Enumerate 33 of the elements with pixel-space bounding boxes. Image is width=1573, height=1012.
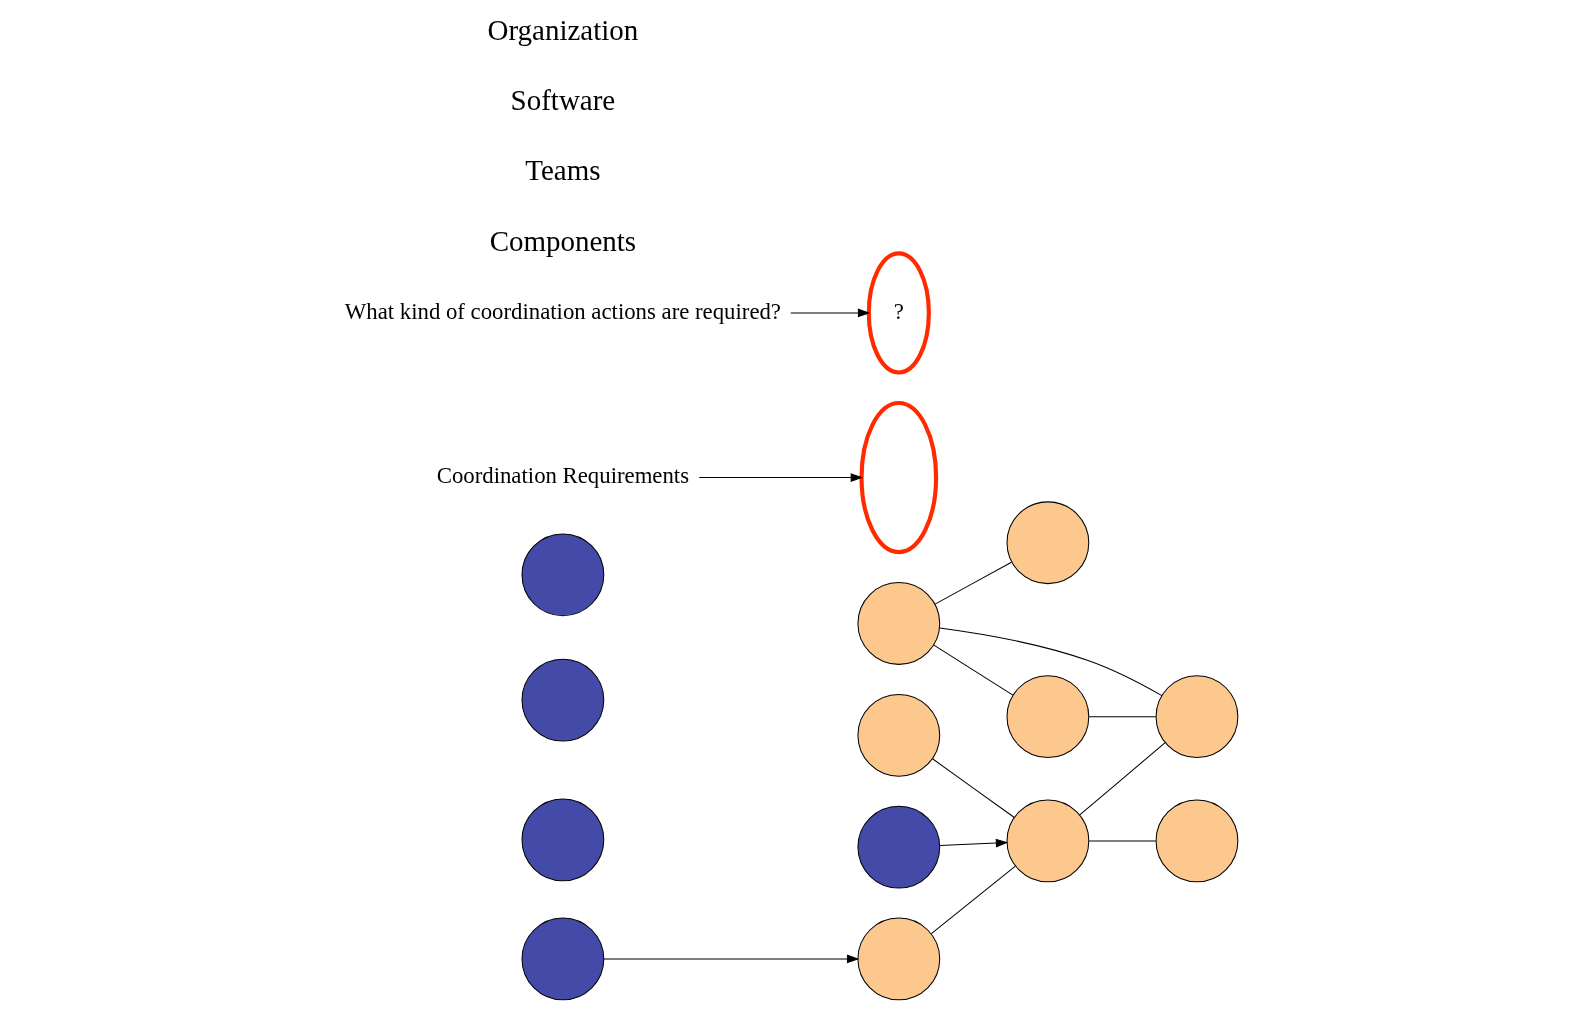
arrow	[939, 838, 1009, 848]
node-circle	[1006, 501, 1090, 585]
label: Teams	[525, 154, 601, 187]
connector	[930, 865, 1016, 935]
connector	[931, 758, 1015, 819]
node-circle	[857, 805, 941, 889]
node-circle	[857, 917, 941, 1001]
connector	[1088, 716, 1157, 718]
node-text: Coordination Requirements	[436, 463, 690, 489]
label: Components	[489, 224, 637, 257]
connector	[939, 627, 1163, 697]
node-circle	[1155, 675, 1239, 759]
label: Organization	[487, 13, 639, 46]
node-circle	[1155, 799, 1239, 883]
connector	[1088, 840, 1157, 842]
arrow	[698, 473, 864, 482]
node-circle	[857, 693, 941, 777]
node-circle	[521, 658, 605, 742]
node-circle	[857, 582, 941, 665]
label: Software	[510, 83, 616, 116]
node-circle	[521, 533, 605, 617]
connector	[934, 561, 1012, 605]
node-circle	[1006, 799, 1090, 883]
node-circle	[521, 917, 605, 1001]
node-circle	[521, 798, 605, 882]
arrow	[603, 954, 860, 964]
node-ellipse	[859, 400, 939, 555]
node-ellipse: ?	[866, 251, 931, 375]
connector	[933, 644, 1014, 696]
connector	[1079, 742, 1166, 816]
arrow	[790, 308, 871, 318]
node-text: What kind of coordination actions are required?	[344, 298, 781, 324]
node-circle	[1006, 675, 1090, 759]
